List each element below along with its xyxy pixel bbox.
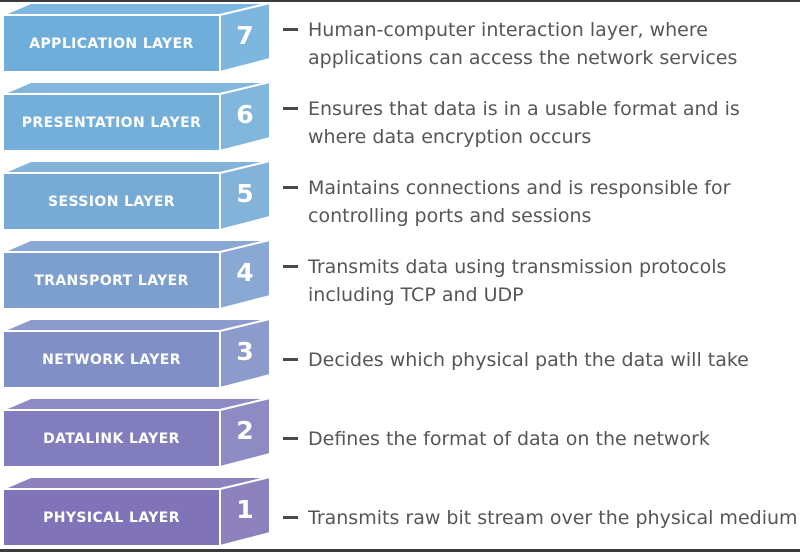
box-top-shade: [3, 477, 270, 489]
osi-layer-row: SESSION LAYER 5 Maintains connections an…: [0, 160, 800, 232]
box-top-shade: [3, 161, 270, 173]
layer-number-badge: 6: [236, 99, 254, 129]
layer-box-3d: [2, 397, 271, 468]
dash-connector-icon: [283, 437, 298, 440]
box-side-shade: [220, 477, 270, 546]
layer-description: Transmits raw bit stream over the physic…: [308, 506, 798, 529]
osi-layer-row: NETWORK LAYER 3 Decides which physical p…: [0, 318, 800, 390]
layer-description-row: Maintains connections and is responsible…: [283, 173, 800, 230]
dash-connector-icon: [283, 107, 298, 110]
layer-name-label: SESSION LAYER: [48, 193, 175, 210]
layer-description: Ensures that data is in a usable format …: [308, 97, 740, 148]
layer-name-label: TRANSPORT LAYER: [34, 272, 189, 289]
layer-box-3d: [2, 476, 271, 547]
dash-connector-icon: [283, 186, 298, 189]
layer-description: Maintains connections and is responsible…: [308, 176, 731, 227]
layer-number-badge: 1: [236, 494, 254, 524]
layer-description-row: Transmits raw bit stream over the physic…: [283, 489, 800, 546]
layer-description: Defines the format of data on the networ…: [308, 427, 710, 450]
box-front-face: [2, 488, 221, 547]
box-side-shade: [220, 319, 270, 388]
layer-box-3d: [2, 239, 271, 310]
osi-layer-row: APPLICATION LAYER 7 Human-computer inter…: [0, 2, 800, 74]
box-front-face: [2, 14, 221, 73]
box-side-shade: [220, 398, 270, 467]
osi-layer-row: DATALINK LAYER 2 Defines the format of d…: [0, 397, 800, 469]
box-front-face: [2, 409, 221, 468]
layer-box-3d: [2, 81, 271, 152]
layer-number-badge: 7: [236, 20, 254, 50]
layer-name-label: PHYSICAL LAYER: [43, 509, 180, 526]
box-top-shade: [3, 240, 270, 252]
layer-number-badge: 2: [236, 415, 254, 445]
dash-connector-icon: [283, 358, 298, 361]
box-top-shade: [3, 319, 270, 331]
box-front-face: [2, 172, 221, 231]
osi-layer-row: TRANSPORT LAYER 4 Transmits data using t…: [0, 239, 800, 311]
layer-box-3d: [2, 2, 271, 73]
layer-name-label: APPLICATION LAYER: [29, 35, 194, 52]
layer-description-row: Human-computer interaction layer, where …: [283, 15, 800, 72]
layer-description: Transmits data using transmission protoc…: [308, 255, 727, 306]
layer-number-badge: 4: [236, 257, 254, 287]
box-front-face: [2, 251, 221, 310]
layer-number-badge: 5: [236, 178, 254, 208]
box-top-shade: [3, 82, 270, 94]
box-front-face: [2, 93, 221, 152]
layer-description-row: Ensures that data is in a usable format …: [283, 94, 800, 151]
osi-layer-row: PHYSICAL LAYER 1 Transmits raw bit strea…: [0, 476, 800, 548]
box-top-shade: [3, 3, 270, 15]
layer-name-label: PRESENTATION LAYER: [21, 114, 202, 131]
box-side-shade: [220, 161, 270, 230]
box-side-shade: [220, 82, 270, 151]
top-border-line: [0, 0, 800, 2]
box-top-shade: [3, 398, 270, 410]
osi-layer-row: PRESENTATION LAYER 6 Ensures that data i…: [0, 81, 800, 153]
bottom-border-line: [0, 549, 800, 552]
dash-connector-icon: [283, 265, 298, 268]
layer-name-label: NETWORK LAYER: [42, 351, 181, 368]
layer-description-row: Transmits data using transmission protoc…: [283, 252, 800, 309]
layer-description: Human-computer interaction layer, where …: [308, 18, 738, 69]
dash-connector-icon: [283, 516, 298, 519]
layer-name-label: DATALINK LAYER: [43, 430, 180, 447]
box-front-face: [2, 330, 221, 389]
dash-connector-icon: [283, 28, 298, 31]
layer-box-3d: [2, 160, 271, 231]
layer-description-row: Decides which physical path the data wil…: [283, 331, 800, 388]
layer-number-badge: 3: [236, 336, 254, 366]
layer-box-3d: [2, 318, 271, 389]
layer-description: Decides which physical path the data wil…: [308, 348, 749, 371]
box-side-shade: [220, 3, 270, 72]
box-side-shade: [220, 240, 270, 309]
layer-description-row: Defines the format of data on the networ…: [283, 410, 800, 467]
